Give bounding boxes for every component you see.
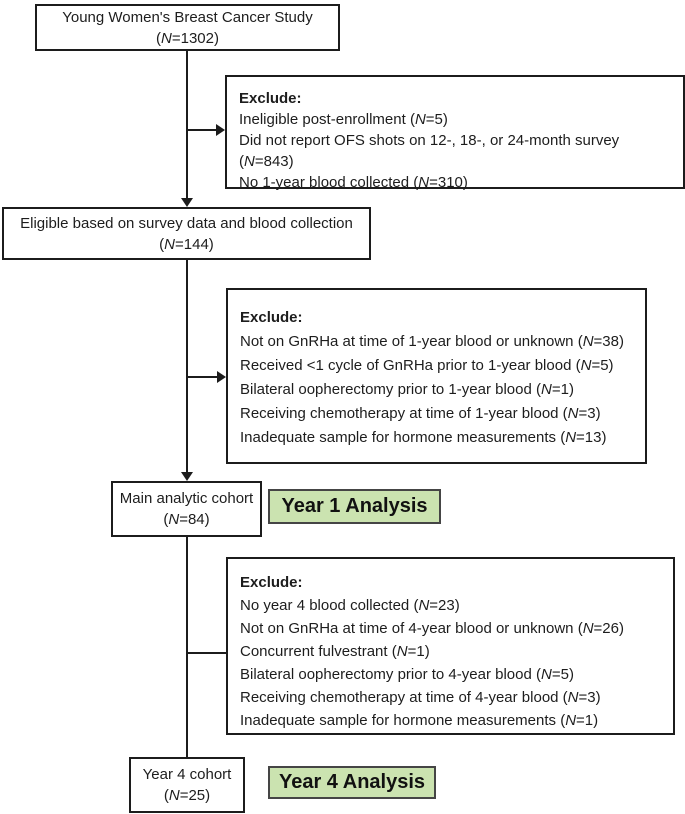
exclusion-item: Not on GnRHa at time of 1-year blood or … <box>240 333 624 350</box>
eligible-box: Eligible based on survey data and blood … <box>2 207 371 260</box>
connector-main-to-year4 <box>186 537 188 757</box>
exclude-box-2: Exclude: Not on GnRHa at time of 1-year … <box>226 288 647 464</box>
study-box: Young Women's Breast Cancer Study (N=130… <box>35 4 340 51</box>
exclusion-item: No 1-year blood collected (N=310) <box>239 174 468 191</box>
connector-branch-exclude2 <box>187 376 217 378</box>
year4-cohort-box: Year 4 cohort (N=25) <box>129 757 245 813</box>
exclusion-item: Inadequate sample for hormone measuremen… <box>240 712 599 729</box>
exclusion-item: Receiving chemotherapy at time of 1-year… <box>240 405 601 422</box>
main-cohort-title: Main analytic cohort <box>119 490 254 507</box>
main-cohort-n: (N=84) <box>163 511 210 528</box>
connector-branch-exclude1 <box>187 129 217 131</box>
study-box-title: Young Women's Breast Cancer Study <box>62 8 313 26</box>
exclude-box-1: Exclude: Ineligible post-enrollment (N=5… <box>225 75 685 191</box>
exclusion-item: Inadequate sample for hormone measuremen… <box>240 429 607 446</box>
exclude-box-3: Exclude: No year 4 blood collected (N=23… <box>226 557 675 735</box>
year1-analysis-text: Year 1 Analysis <box>281 495 428 517</box>
eligible-box-n: (N=144) <box>159 235 214 253</box>
connector-study-to-eligible <box>186 51 188 199</box>
arrowhead-right-exclude2 <box>217 371 226 383</box>
arrowhead-down-eligible <box>181 198 193 207</box>
exclusion-item: No year 4 blood collected (N=23) <box>240 597 460 614</box>
exclusion-item: Not on GnRHa at time of 4-year blood or … <box>240 620 624 637</box>
study-box-n: (N=1302) <box>156 29 219 47</box>
year4-analysis-text: Year 4 Analysis <box>278 771 426 793</box>
eligible-box-title: Eligible based on survey data and blood … <box>20 214 353 232</box>
arrowhead-right-exclude1 <box>216 124 225 136</box>
year1-analysis-label: Year 1 Analysis <box>268 489 441 524</box>
arrowhead-down-main <box>181 472 193 481</box>
exclusion-item: Did not report OFS shots on 12-, 18-, or… <box>239 132 620 170</box>
exclusion-item: Bilateral oopherectomy prior to 1-year b… <box>240 381 574 398</box>
exclusion-item: Received <1 cycle of GnRHa prior to 1-ye… <box>240 357 614 374</box>
exclusion-heading: Exclude: <box>239 90 302 107</box>
exclusion-heading: Exclude: <box>240 574 303 591</box>
exclusion-heading: Exclude: <box>240 309 303 326</box>
exclusion-list: Not on GnRHa at time of 1-year blood or … <box>240 330 637 450</box>
main-cohort-box: Main analytic cohort (N=84) <box>111 481 262 537</box>
exclusion-item: Bilateral oopherectomy prior to 4-year b… <box>240 666 574 683</box>
year4-cohort-n: (N=25) <box>163 787 211 804</box>
year4-analysis-label: Year 4 Analysis <box>268 766 436 799</box>
exclusion-list: Ineligible post-enrollment (N=5) Did not … <box>239 109 675 193</box>
exclusion-item: Ineligible post-enrollment (N=5) <box>239 111 448 128</box>
connector-eligible-to-main <box>186 260 188 473</box>
connector-branch-exclude3 <box>187 652 226 654</box>
exclusion-list: No year 4 blood collected (N=23) Not on G… <box>240 594 665 732</box>
exclusion-item: Receiving chemotherapy at time of 4-year… <box>240 689 601 706</box>
exclusion-item: Concurrent fulvestrant (N=1) <box>240 643 430 660</box>
year4-cohort-title: Year 4 cohort <box>142 766 232 783</box>
